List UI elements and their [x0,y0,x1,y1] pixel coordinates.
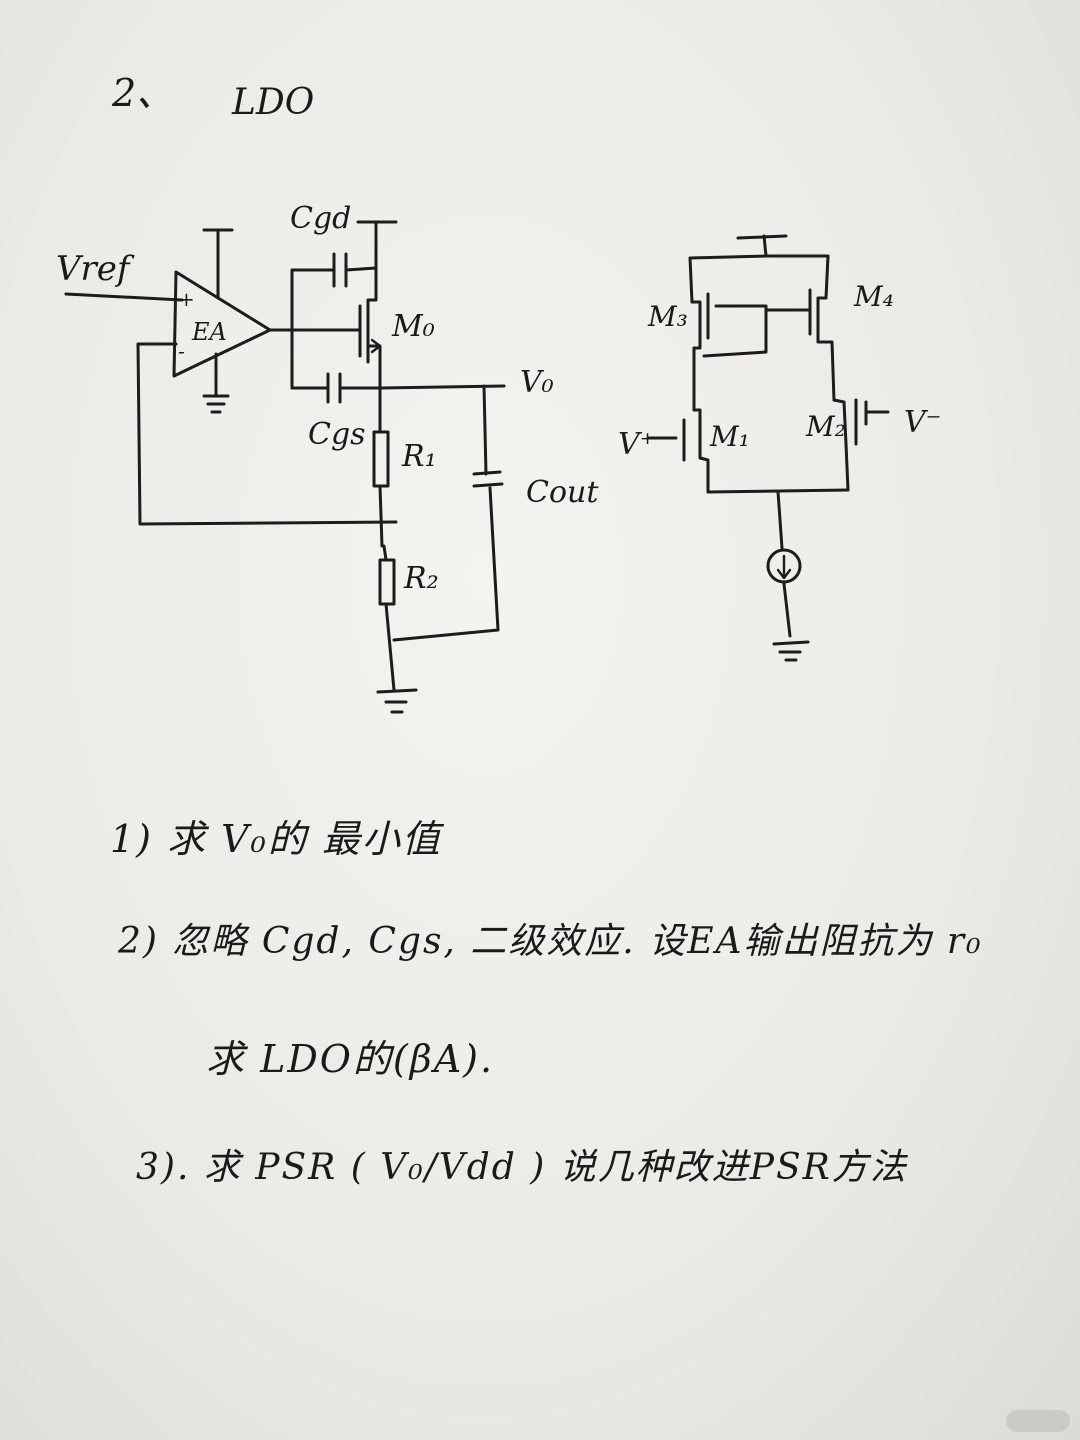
cgd-capacitor [290,252,378,288]
r1-resistor [372,430,390,488]
tail-wire [706,488,850,638]
ea-supply [202,228,234,300]
vplus-label: V⁺ [618,427,656,462]
diff-pair-circuit: M₃ M₄ M₁ V⁺ M₂ V⁻ [618,234,942,662]
question-3: 3). 求 PSR ( V₀/Vdd ) 说几种改进PSR方法 [136,1147,908,1188]
ea-ground [202,352,230,414]
cout-label: Cout [526,475,599,510]
problem-title: LDO [231,82,314,123]
r1-label: R₁ [401,439,437,474]
cgd-label: Cgd [290,201,351,236]
m0-label: M₀ [391,309,435,344]
ea-plus-label: + [178,287,195,311]
cout-capacitor [472,470,504,488]
r2-resistor [378,558,396,606]
diff-ground [772,640,810,662]
r1-wire [378,386,384,548]
ea-label: EA [191,318,227,346]
current-source [766,548,802,584]
m0-supply [356,220,398,296]
vminus-label: V⁻ [904,405,942,440]
cgs-label: Cgs [308,417,366,452]
m1-label: M₁ [709,420,750,453]
problem-number: 2、 [111,71,174,115]
m2-transistor [832,398,890,492]
m1-transistor [646,408,710,494]
question-1: 1) 求 V₀的 最小值 [110,817,442,861]
circuit-ground [376,688,418,714]
watermark-badge [1006,1410,1070,1432]
r2-wire [382,544,396,692]
question-2-line-2: 求 LDO的(βA). [206,1037,495,1081]
current-source-arrow [776,554,792,580]
m3-label: M₃ [647,300,688,333]
feedback-wire [136,342,398,526]
cout-wire [392,384,500,642]
vref-wire [64,292,184,302]
ea-minus-label: - [178,339,185,363]
m4-label: M₄ [853,280,894,313]
m2-label: M₂ [805,410,846,443]
m4-transistor [764,288,836,402]
m0-arrow [370,338,382,354]
vref-label: Vref [56,249,135,289]
m0-transistor [358,292,382,390]
question-2-line-1: 2) 忽略 Cgd, Cgs, 二级效应. 设EA输出阻抗为 r₀ [118,921,983,962]
m3-transistor [690,292,768,412]
ldo-circuit: Vref EA + - Cgd Cgs M₀ V₀ R [56,201,599,714]
diff-supply [688,234,830,304]
error-amplifier [172,270,272,378]
r2-label: R₂ [403,561,439,596]
cgs-capacitor [290,372,382,404]
vo-label: V₀ [520,365,554,400]
